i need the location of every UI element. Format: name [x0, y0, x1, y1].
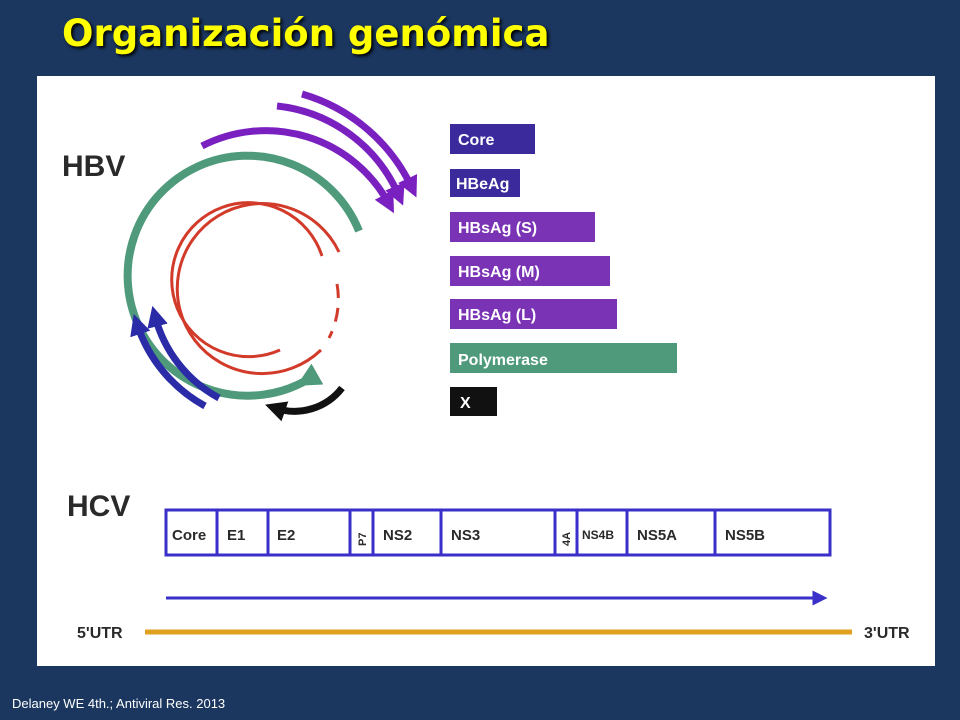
- hcv-seg-ns2: NS2: [383, 527, 412, 544]
- hcv-seg-ns3: NS3: [451, 527, 480, 544]
- slide-title: Organización genómica: [62, 12, 550, 55]
- hcv-3utr-label: 3'UTR: [864, 625, 910, 642]
- hbv-bar-x-label: X: [460, 395, 471, 412]
- citation: Delaney WE 4th.; Antiviral Res. 2013: [12, 696, 226, 711]
- hcv-seg-p7: P7: [357, 533, 369, 546]
- hbv-bar-hbsag-l: [450, 299, 617, 329]
- hbv-x-arc: [265, 385, 345, 422]
- hbv-bar-core: [450, 124, 535, 154]
- hbv-core-arc-outer: [130, 314, 207, 410]
- hbv-label: HBV: [62, 150, 125, 183]
- hbv-dna-outer-strand: [175, 202, 341, 375]
- hcv-seg-ns4b: NS4B: [582, 528, 614, 542]
- hbv-bar-hbeag: [450, 169, 520, 197]
- hbv-bar-x: [450, 387, 497, 416]
- hbv-bar-hbsag-l-label: HBsAg (L): [458, 307, 536, 324]
- hcv-seg-4a: 4A: [561, 532, 573, 546]
- hbv-circular-genome: [123, 90, 418, 422]
- hbv-dna-inner-strand: [170, 201, 324, 359]
- hcv-seg-ns5b: NS5B: [725, 527, 765, 544]
- hbv-bar-hbsag-m-label: HBsAg (M): [458, 264, 540, 281]
- hcv-label: HCV: [67, 490, 130, 523]
- hbv-bar-hbsag-m: [450, 256, 610, 286]
- hcv-seg-e2: E2: [277, 527, 295, 544]
- hbv-core-arc-inner: [147, 305, 221, 402]
- hbv-bar-polymerase-label: Polymerase: [458, 352, 548, 369]
- genome-diagram: HBV Core HBeAg HBsAg (S): [62, 90, 910, 642]
- hcv-5utr-label: 5'UTR: [77, 625, 123, 642]
- hbv-surface-arc-outer: [301, 90, 418, 198]
- hbv-dna-outer-strand-gap: [327, 283, 340, 339]
- hcv-seg-core: Core: [172, 527, 206, 544]
- hbv-protein-bars: Core HBeAg HBsAg (S) HBsAg (M) HBsAg (L)…: [450, 124, 677, 416]
- hbv-bar-polymerase: [450, 343, 677, 373]
- hbv-bar-hbeag-label: HBeAg: [456, 176, 509, 193]
- hbv-bar-hbsag-s-label: HBsAg (S): [458, 220, 537, 237]
- hbv-surface-arc-middle: [276, 102, 405, 206]
- genome-figure: HBV Core HBeAg HBsAg (S): [37, 76, 935, 666]
- hbv-polymerase-arc: [123, 151, 363, 400]
- hcv-polyprotein: Core E1 E2 P7 NS2 NS3 4A NS4B NS5A NS5B: [164, 508, 832, 557]
- hbv-bar-hbsag-s: [450, 212, 595, 242]
- hbv-surface-arc-inner: [200, 127, 395, 214]
- hcv-polyprotein-outline: [164, 508, 832, 557]
- hcv-seg-ns5a: NS5A: [637, 527, 677, 544]
- hbv-bar-core-label: Core: [458, 132, 495, 149]
- hcv-seg-e1: E1: [227, 527, 245, 544]
